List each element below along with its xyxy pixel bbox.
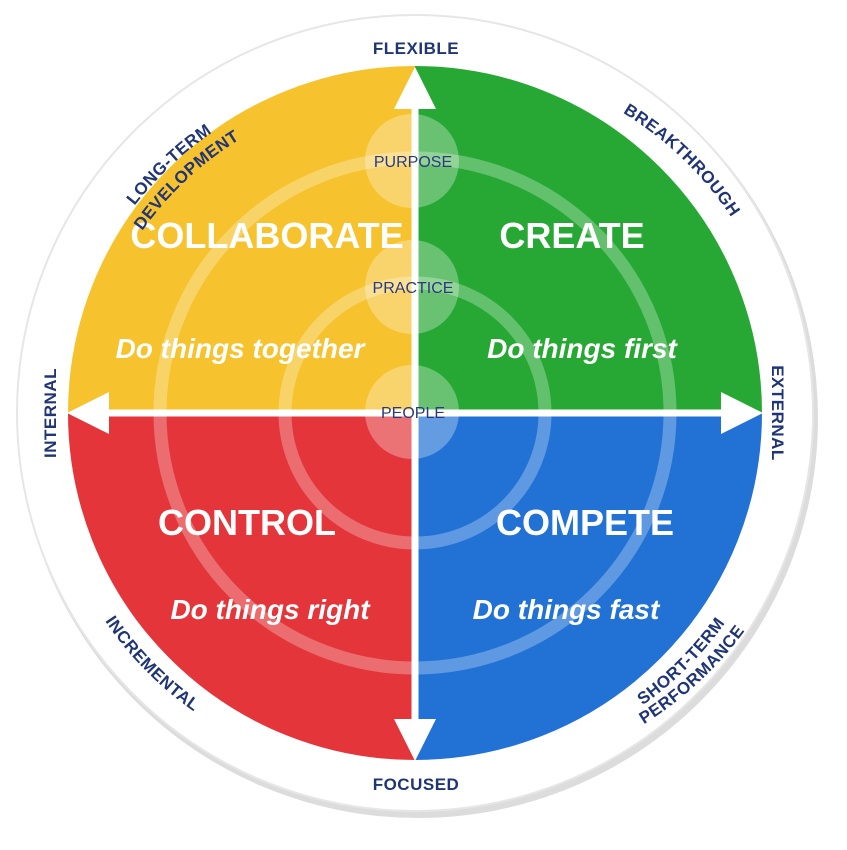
- quadrant-title-create: CREATE: [499, 215, 644, 256]
- ring-label-practice: PRACTICE: [373, 280, 454, 297]
- people-bubble: [365, 365, 459, 459]
- quadrant-subtitle-create: Do things first: [487, 333, 678, 364]
- practice-bubble: [365, 240, 459, 334]
- purpose-bubble: [365, 114, 459, 208]
- axis-label-external: EXTERNAL: [768, 365, 787, 461]
- quadrant-subtitle-control: Do things right: [170, 594, 371, 625]
- quadrant-title-compete: COMPETE: [496, 502, 674, 543]
- quadrant-title-collaborate: COLLABORATE: [130, 215, 403, 256]
- quadrant-subtitle-collaborate: Do things together: [116, 333, 367, 364]
- axis-label-flexible: FLEXIBLE: [373, 39, 459, 58]
- ring-label-people: PEOPLE: [381, 405, 445, 422]
- quadrant-subtitle-compete: Do things fast: [473, 594, 661, 625]
- quadrant-title-control: CONTROL: [158, 502, 336, 543]
- axis-label-focused: FOCUSED: [373, 775, 460, 794]
- ring-label-purpose: PURPOSE: [374, 154, 452, 171]
- axis-label-internal: INTERNAL: [41, 368, 60, 458]
